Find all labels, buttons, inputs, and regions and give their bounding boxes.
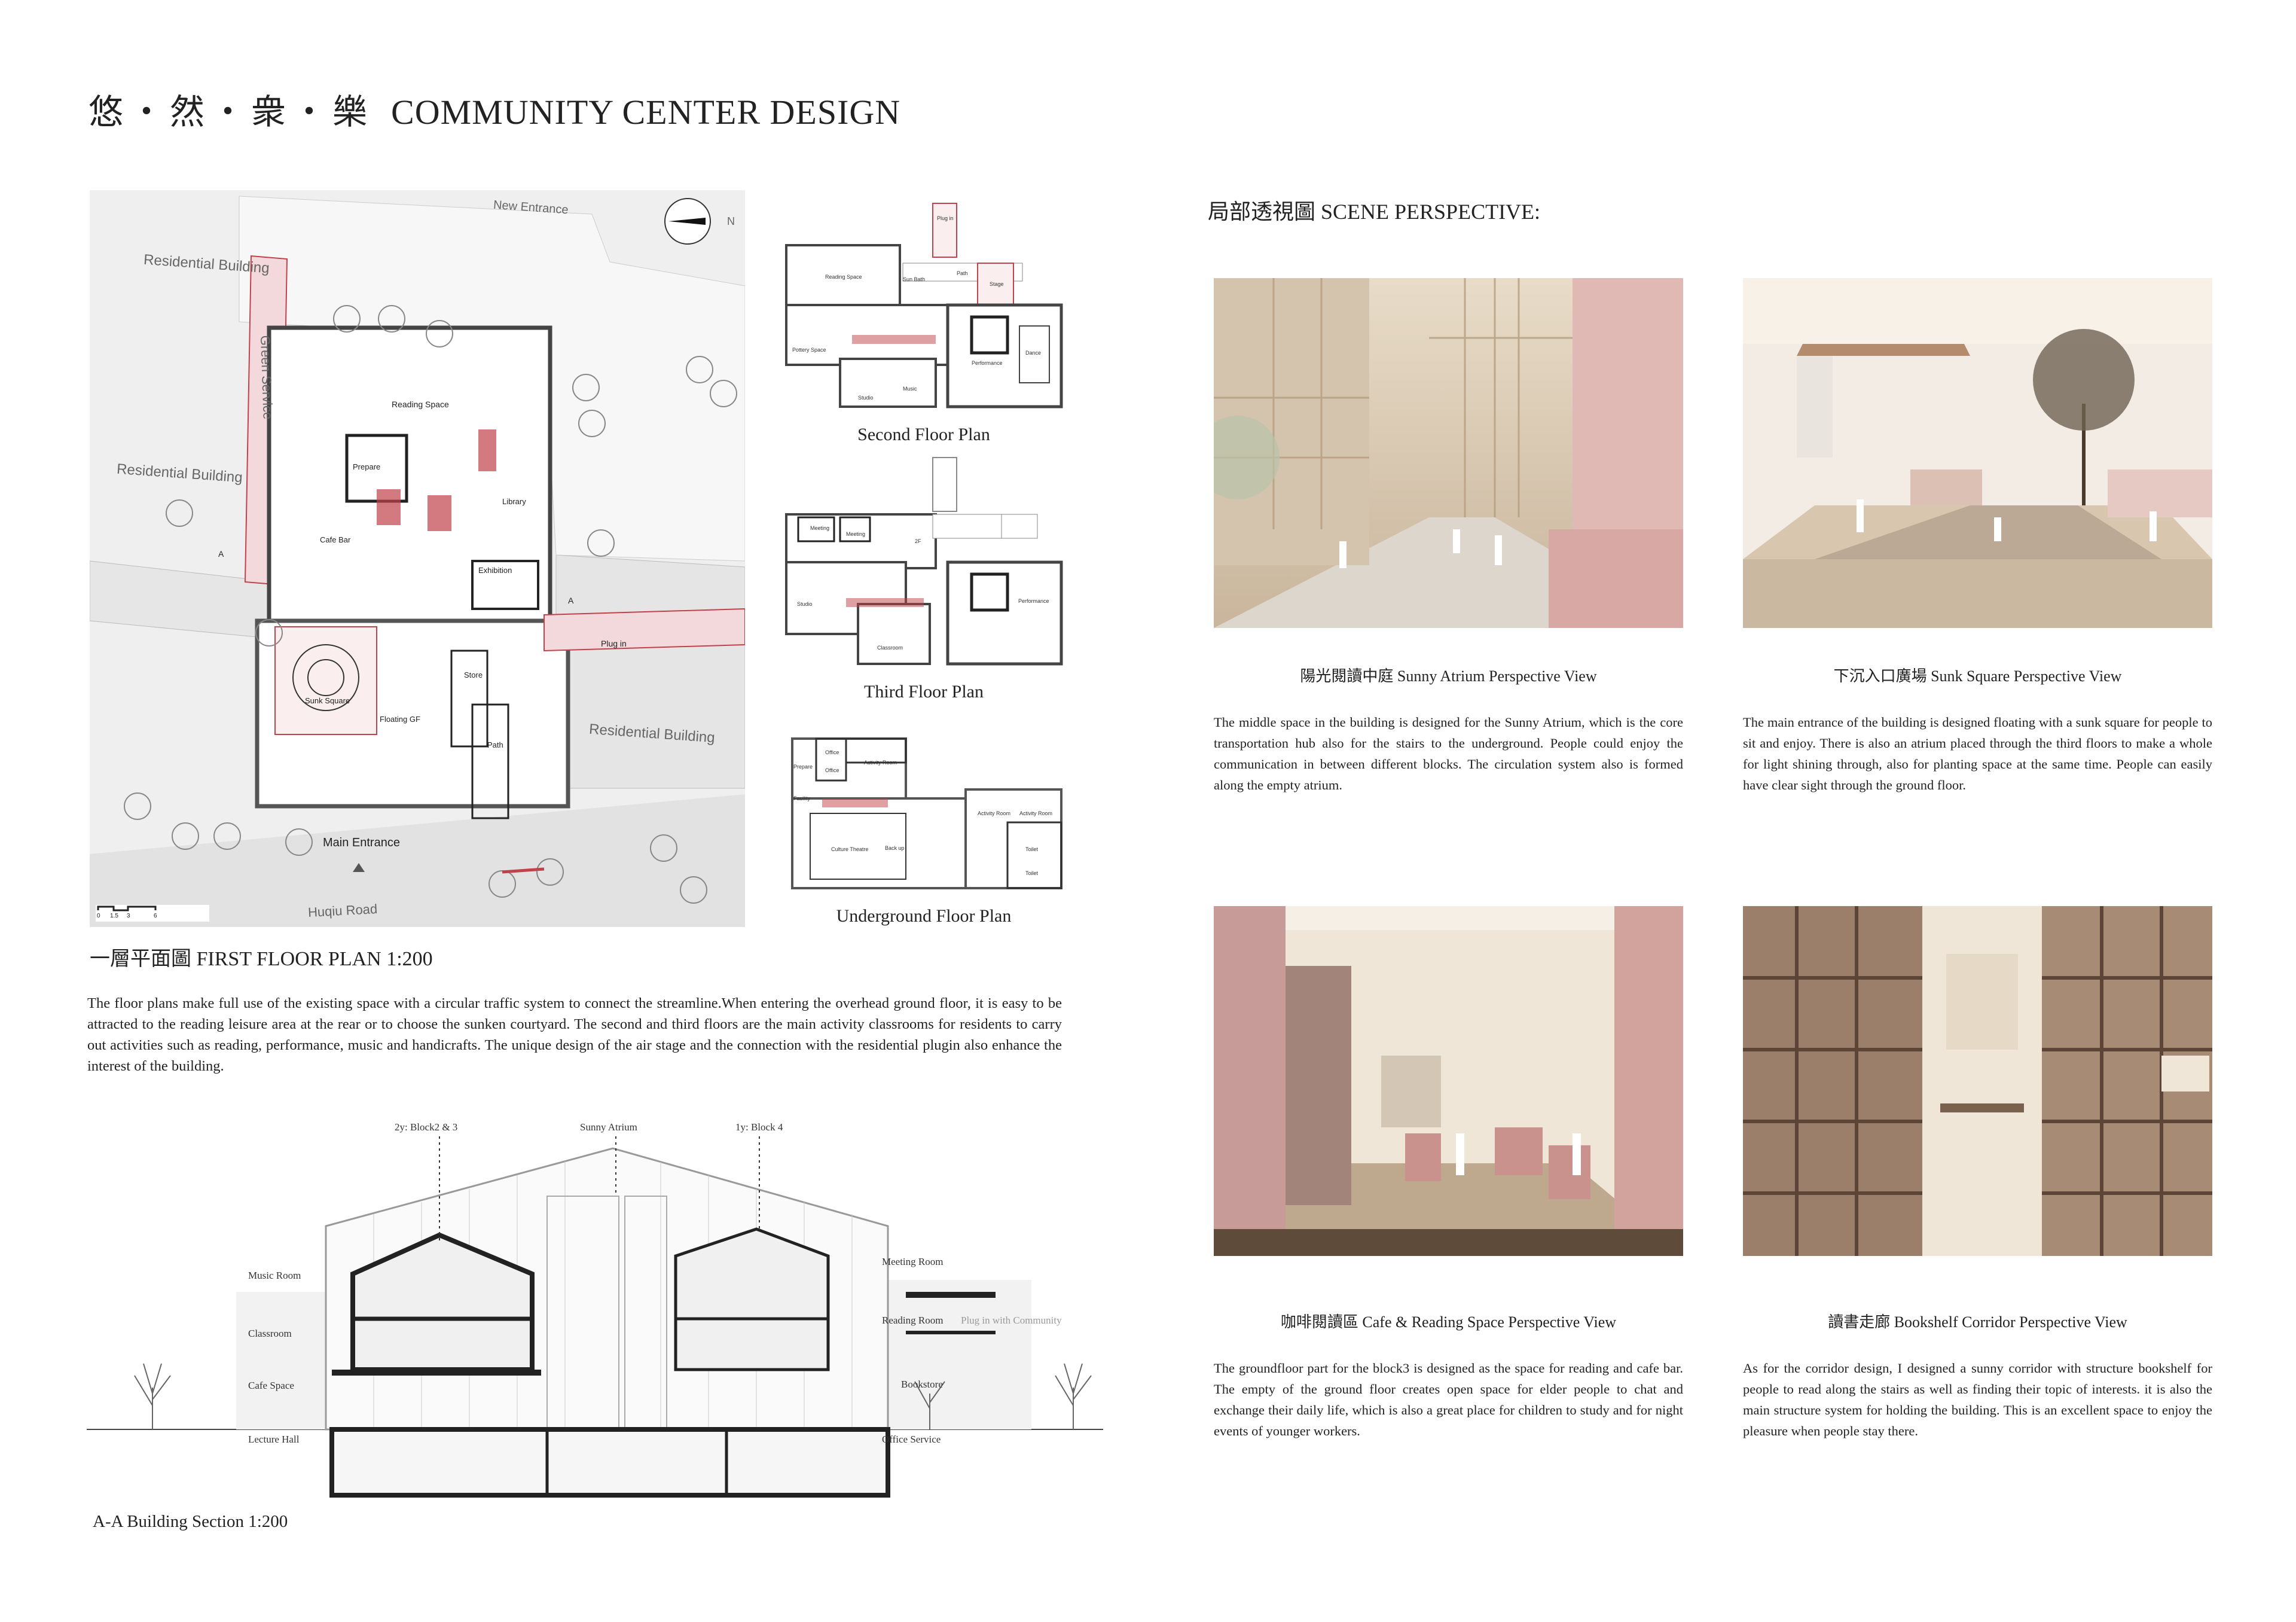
third-2f: 2F: [915, 538, 921, 544]
label-library: Library: [502, 497, 526, 506]
sunk-square-image: [1743, 278, 2212, 628]
second-floor-drawing: [785, 203, 1063, 408]
label-main-entrance: Main Entrance: [323, 836, 400, 849]
section-label-atrium: Sunny Atrium: [580, 1121, 637, 1133]
third-floor-caption: Third Floor Plan: [864, 682, 984, 702]
ug-toilet-1: Toilet: [1025, 846, 1039, 852]
sunny-atrium-text: The middle space in the building is desi…: [1214, 715, 1683, 792]
underground-drawing: [791, 737, 1062, 889]
bookshelf-corridor-image: [1743, 906, 2212, 1256]
label-plug-in: Plug in: [601, 639, 627, 648]
cafe-reading-text: The groundfloor part for the block3 is d…: [1214, 1361, 1683, 1438]
first-floor-plan-drawing: [90, 190, 745, 927]
ug-prepare: Prepare: [793, 764, 813, 770]
scale-1: 1.5: [110, 913, 118, 919]
second-plug-in: Plug in: [937, 215, 954, 221]
second-path: Path: [957, 270, 968, 276]
label-floating-gf: Floating GF: [380, 715, 420, 724]
ug-office-1: Office: [825, 749, 839, 755]
label-prepare: Prepare: [353, 462, 381, 471]
ug-activity-3: Activity Room: [1019, 810, 1053, 816]
third-classroom: Classroom: [877, 645, 903, 651]
ug-toilet-2: Toilet: [1025, 870, 1039, 876]
section-label-block23: 2y: Block2 & 3: [395, 1121, 458, 1133]
first-floor-caption: 一層平面圖 FIRST FLOOR PLAN 1:200: [90, 948, 433, 970]
label-store: Store: [464, 670, 483, 679]
first-floor-plan: New Entrance N Residential Building Resi…: [90, 190, 745, 927]
third-performance: Performance: [1018, 598, 1049, 604]
ug-activity-1: Activity Room: [864, 760, 897, 766]
underground-floor-plan: Office Office Activity Room Prepare Faci…: [780, 733, 1067, 894]
ug-office-2: Office: [825, 767, 839, 773]
section-mark-right: A: [568, 596, 574, 605]
second-dance: Dance: [1025, 350, 1042, 356]
title-chinese: 悠・然・衆・樂: [88, 93, 374, 132]
label-reading-space: Reading Space: [392, 400, 449, 409]
second-music: Music: [903, 386, 917, 392]
label-exhibition: Exhibition: [478, 566, 512, 575]
second-floor-caption: Second Floor Plan: [857, 425, 990, 444]
section-label-office-service: Office Service: [882, 1434, 941, 1445]
third-meeting-1: Meeting: [810, 525, 830, 531]
section-label-cafe-space: Cafe Space: [248, 1380, 294, 1391]
section-label-classroom: Classroom: [248, 1328, 292, 1339]
ug-culture-theatre: Culture Theatre: [831, 846, 869, 852]
section-mark-left: A: [218, 549, 224, 559]
second-reading-space: Reading Space: [825, 274, 862, 280]
bookshelf-corridor-caption: 讀書走廊 Bookshelf Corridor Perspective View: [1828, 1313, 2127, 1331]
sunny-atrium-caption: 陽光閱讀中庭 Sunny Atrium Perspective View: [1300, 667, 1597, 685]
ug-facility: Facility: [793, 795, 811, 801]
section-label-music-room: Music Room: [248, 1270, 301, 1281]
section-label-lecture-hall: Lecture Hall: [248, 1434, 300, 1445]
scale-3: 6: [154, 913, 157, 919]
perspective-heading: 局部透視圖 SCENE PERSPECTIVE:: [1208, 200, 1541, 224]
second-pottery: Pottery Space: [792, 347, 826, 353]
third-meeting-2: Meeting: [846, 531, 866, 537]
page-title: 悠・然・衆・樂 COMMUNITY CENTER DESIGN: [88, 84, 900, 134]
bookshelf-corridor-text: As for the corridor design, I designed a…: [1743, 1361, 2212, 1438]
second-performance: Performance: [972, 360, 1003, 366]
cafe-reading-image: [1214, 906, 1683, 1256]
label-cafe-bar: Cafe Bar: [320, 535, 351, 544]
second-floor-plan: Plug in Reading Space Sun Bath Path Stag…: [780, 197, 1067, 419]
second-studio: Studio: [858, 395, 874, 401]
sunk-square-text: The main entrance of the building is des…: [1743, 715, 2212, 792]
label-sunk-square: Sunk Square: [305, 696, 350, 705]
third-floor-drawing: [785, 457, 1063, 666]
section-drawing: [87, 1136, 1103, 1498]
label-green-service: Green Service: [257, 335, 276, 420]
second-stage: Stage: [990, 281, 1004, 287]
section-label-plugin: Plug in with Community: [961, 1315, 1062, 1326]
ug-back-up: Back up: [885, 845, 905, 851]
section-caption: A-A Building Section 1:200: [93, 1512, 288, 1531]
second-sun-bath: Sun Bath: [903, 276, 926, 282]
cafe-reading-caption: 咖啡閱讀區 Cafe & Reading Space Perspective V…: [1280, 1313, 1617, 1331]
scale-0: 0: [97, 913, 100, 919]
first-floor-description: The floor plans make full use of the exi…: [87, 995, 1062, 1074]
section-label-bookstore: Bookstore: [901, 1379, 943, 1390]
sunk-square-caption: 下沉入口廣場 Sunk Square Perspective View: [1833, 667, 2122, 685]
section-label-reading-room: Reading Room: [882, 1315, 944, 1326]
compass-north: N: [727, 215, 735, 227]
section-label-block4: 1y: Block 4: [735, 1121, 783, 1133]
label-path: Path: [487, 740, 503, 749]
section-label-meeting-room: Meeting Room: [882, 1256, 944, 1267]
underground-caption: Underground Floor Plan: [836, 906, 1012, 926]
sunny-atrium-image: [1214, 278, 1683, 628]
title-english: COMMUNITY CENTER DESIGN: [391, 93, 901, 132]
third-floor-plan: Meeting Meeting 2F Studio Performance Cl…: [780, 455, 1067, 676]
third-studio: Studio: [797, 601, 813, 607]
scale-2: 3: [127, 913, 130, 919]
ug-activity-2: Activity Room: [978, 810, 1011, 816]
building-section: 2y: Block2 & 3 Sunny Atrium 1y: Block 4 …: [87, 1112, 1103, 1507]
